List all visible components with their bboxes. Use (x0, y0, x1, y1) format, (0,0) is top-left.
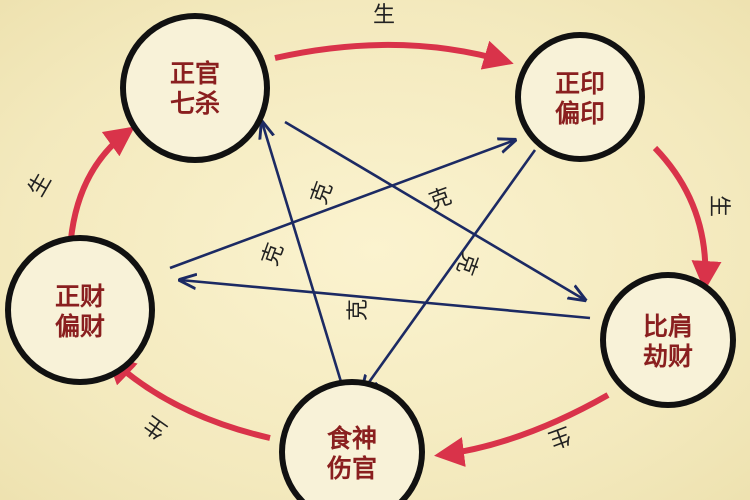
control-arrow-bi-to-cai (180, 280, 591, 320)
node-label-shishen: 食神 (327, 424, 377, 453)
control-arrow-cai-to-yin (169, 140, 515, 270)
node-ring-shi (279, 379, 425, 500)
node-label-qisha: 七杀 (170, 89, 220, 118)
node-label-jiecai: 劫财 (643, 342, 693, 371)
node-ring-yin (515, 32, 645, 162)
ke-label-4: 克 (451, 249, 482, 278)
node-ring-bi (600, 272, 736, 408)
sheng-label-left: 生 (24, 169, 57, 201)
control-labels: 克 克 克 克 克 (258, 179, 482, 321)
control-arrow-guan-to-bi (284, 120, 585, 300)
sheng-label-right: 生 (706, 195, 731, 217)
node-label-pianyin: 偏印 (555, 99, 605, 128)
ke-label-5: 克 (346, 299, 371, 321)
node-label-zhengguan: 正官 (170, 59, 220, 88)
control-arrow-yin-to-shi (362, 149, 537, 392)
ke-label-1: 克 (307, 179, 338, 208)
generate-arrow-shi-to-cai (105, 353, 271, 441)
ke-label-2: 克 (426, 184, 455, 215)
generate-arrow-guan-to-yin (274, 40, 514, 70)
node-label-piancai: 偏财 (55, 312, 105, 341)
generate-arrow-bi-to-shi (434, 392, 610, 467)
ke-label-3: 克 (258, 240, 289, 269)
sheng-label-bottom-left: 生 (140, 410, 172, 443)
node-label-shangguan: 伤官 (326, 454, 377, 483)
node-shi: 食神 伤官 (279, 379, 425, 500)
node-label-bijian: 比肩 (643, 312, 693, 341)
generation-arrows (67, 40, 722, 467)
generate-arrow-yin-to-bi (652, 145, 722, 291)
control-arrow-shi-to-guan (262, 122, 347, 396)
node-bi: 比肩 劫财 (600, 272, 736, 408)
node-ring-guan (120, 13, 270, 163)
node-guan: 正官 七杀 (120, 13, 270, 163)
sheng-label-top: 生 (373, 3, 395, 28)
node-label-zhengyin: 正印 (555, 69, 605, 98)
node-ring-cai (5, 235, 155, 385)
node-yin: 正印 偏印 (515, 32, 645, 162)
node-label-zhengcai: 正财 (55, 282, 105, 311)
control-arrows (169, 120, 591, 396)
generate-arrow-cai-to-guan (67, 126, 135, 251)
node-cai: 正财 偏财 (5, 235, 155, 385)
